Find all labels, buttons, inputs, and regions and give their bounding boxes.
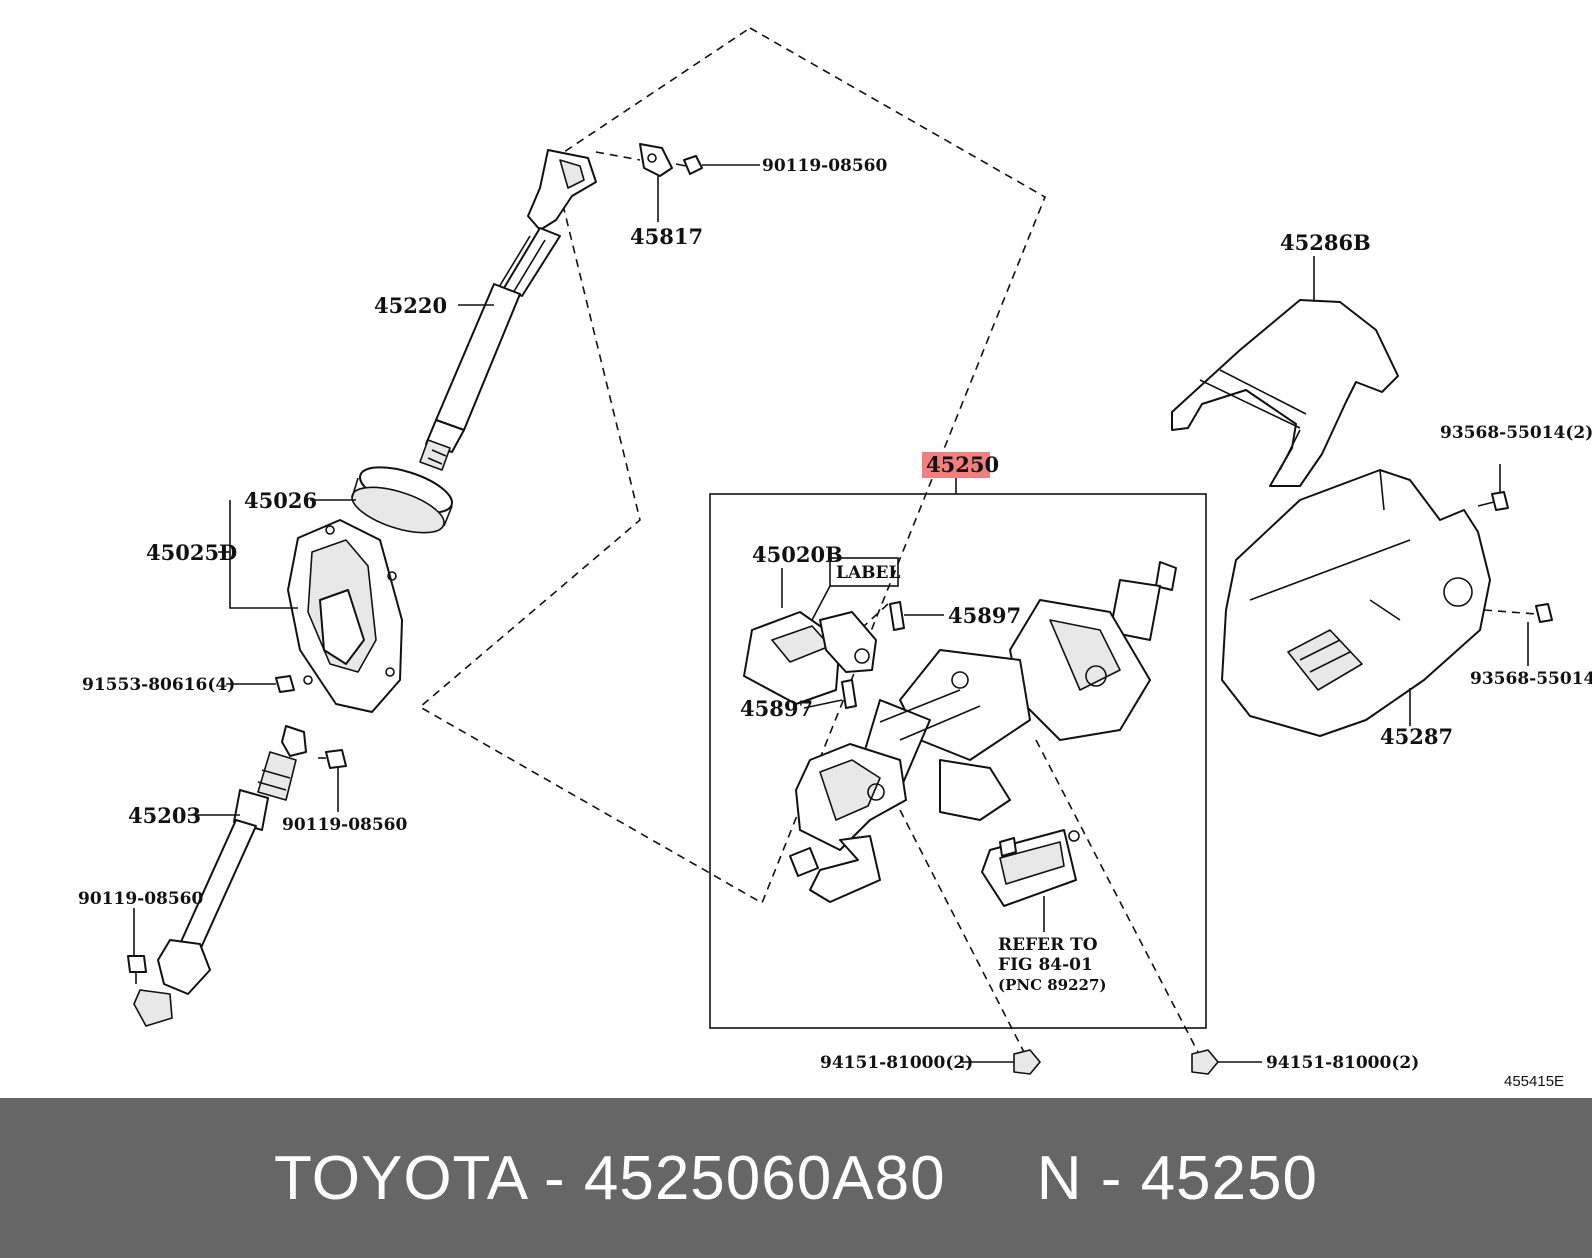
footer-part-number: 4525060A80 <box>583 1143 946 1213</box>
cover-45025d <box>287 519 403 713</box>
steering-column <box>789 561 1177 903</box>
screw-93568-2 <box>1491 491 1509 511</box>
footer-bar: TOYOTA - 4525060A80 N - 45250 <box>0 1098 1592 1258</box>
shaft-45220 <box>419 149 597 471</box>
callout-45286b: 45286B <box>1280 230 1371 255</box>
callout-90119-top: 90119-08560 <box>762 156 888 176</box>
refer-line-2: FIG 84-01 <box>998 955 1093 975</box>
callout-93568-2: 93568-55014(2) <box>1440 423 1592 443</box>
callout-91553: 91553-80616(4) <box>82 675 235 695</box>
callout-45897-b: 45897 <box>740 696 813 721</box>
cover-45286b <box>1171 299 1399 487</box>
ecu-module <box>981 829 1080 907</box>
callout-93568: 93568-55014 <box>1470 669 1592 689</box>
callout-90119-mid: 90119-08560 <box>282 815 408 835</box>
footer-n-label: N <box>1036 1143 1083 1213</box>
screw-45897-a <box>889 601 905 631</box>
callout-45817: 45817 <box>630 224 703 249</box>
bolt-90119-mid <box>325 749 347 769</box>
dashed-outline <box>418 27 1047 905</box>
clip-45817 <box>595 143 703 177</box>
shaft-45203 <box>133 725 307 1027</box>
callout-94151-left: 94151-81000(2) <box>820 1053 973 1073</box>
bolt-90119-low <box>127 955 147 973</box>
callout-label: LABEL <box>836 563 900 583</box>
callout-45897-a: 45897 <box>948 603 1021 628</box>
bolt-91553 <box>275 675 295 693</box>
nut-94151-right <box>1191 1049 1219 1075</box>
refer-line-1: REFER TO <box>998 935 1098 955</box>
callout-45287: 45287 <box>1380 724 1453 749</box>
callout-45220: 45220 <box>374 293 447 318</box>
callout-45020b: 45020B <box>752 542 843 567</box>
screw-45897-b <box>841 679 857 709</box>
refer-line-3: (PNC 89227) <box>998 976 1107 994</box>
footer-n-value: 45250 <box>1140 1143 1318 1213</box>
footer-caption: TOYOTA - 4525060A80 N - 45250 <box>274 1143 1318 1214</box>
footer-sep-1: - <box>525 1143 584 1213</box>
diagram-id: 455415E <box>1504 1073 1564 1090</box>
cover-45287 <box>1221 469 1491 737</box>
callout-90119-low: 90119-08560 <box>78 889 204 909</box>
callout-45026: 45026 <box>244 488 317 513</box>
lock-45020b <box>743 611 877 705</box>
seal-45026 <box>351 466 453 534</box>
footer-brand: TOYOTA <box>273 1143 526 1213</box>
footer-gap <box>946 1144 1037 1213</box>
callout-45025d: 45025D <box>146 540 237 565</box>
highlight-45250 <box>922 452 990 478</box>
screw-93568 <box>1535 603 1553 623</box>
callout-94151-right: 94151-81000(2) <box>1266 1053 1419 1073</box>
callout-45203: 45203 <box>128 803 201 828</box>
callout-45250: 45250 <box>926 452 999 477</box>
label-box <box>829 557 899 587</box>
parts-diagram: 45220 90119-08560 45817 45026 45025D 915… <box>78 27 1592 1090</box>
assembly-box <box>709 493 1207 1029</box>
footer-sep-2: - <box>1082 1143 1141 1213</box>
nut-94151-left <box>1013 1049 1041 1075</box>
